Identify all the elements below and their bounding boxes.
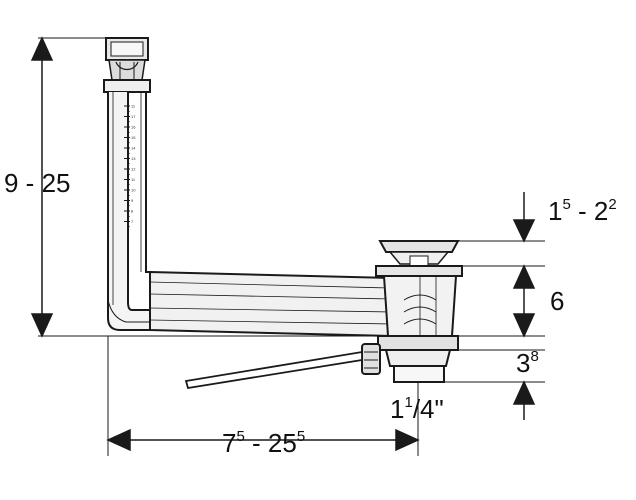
horizontal-pipe [149,270,411,338]
scale-tick-label: 17 [131,114,136,119]
waste-valve [184,240,463,390]
scale-tick-label: 16 [131,125,136,130]
label-height: 9 - 25 [4,168,71,198]
valve-thread-3 [403,318,437,325]
cap-arrow [512,219,536,243]
plug-cap [378,240,460,253]
label-lower: 38 [516,348,539,378]
pipe-line-2 [149,293,393,300]
extension-lines [38,37,545,456]
scale-tick-label: 14 [131,146,136,151]
pipe-line-4 [149,319,393,325]
mid-arrow-bottom [512,313,536,338]
pipe-line-3 [149,307,393,313]
valve-thread-2 [403,306,437,313]
label-middle: 6 [550,286,564,316]
valve-thread-1 [403,294,437,301]
standpipe-collar [103,79,151,93]
lower-arrow [512,380,536,405]
connector-curve [115,61,139,71]
valve-flange [375,265,463,277]
height-arrow-top [30,36,54,61]
outlet-tail [393,365,445,383]
plug-stem [409,255,429,267]
scale-tick-label: 12 [131,167,136,172]
elbow-inner-curve [107,299,150,323]
standpipe-tube-right [128,91,150,273]
scale-tick-label: 13 [131,156,136,161]
mid-arrow-top [512,264,536,289]
scale-tick-label: 11 [131,177,136,182]
scale-tick-label: 15 [131,135,136,140]
label-cap-range: 15 - 22 [548,196,617,226]
lever-knob [361,343,381,375]
standpipe: 11 17 16 15 14 13 12 11 10 9 8 7 [103,37,151,331]
lower-nut [377,335,459,351]
dimension-arrows [30,36,536,452]
horizontal-pipe-body [149,270,411,338]
lower-body [384,349,452,367]
scale-tick-label: 7 [131,219,134,224]
label-width: 75 - 255 [222,428,305,458]
scale-tick-label: 9 [131,198,134,203]
label-outlet: 11/4" [390,394,444,424]
width-arrow-left [106,428,131,452]
bowden-lever [184,350,363,390]
scale-tick-label: 10 [131,188,136,193]
width-arrow-right [395,428,420,452]
height-arrow-bottom [30,313,54,338]
scale-tick-label: 8 [131,209,134,214]
pipe-line-1 [149,281,391,289]
dimension-labels: 9 - 25 15 - 22 6 38 11/4" 75 - 255 [4,168,617,458]
height-scale: 11 17 16 15 14 13 12 11 10 9 8 7 [124,104,136,228]
standpipe-cap-inner [110,41,144,57]
scale-tick-label: 11 [131,104,136,109]
